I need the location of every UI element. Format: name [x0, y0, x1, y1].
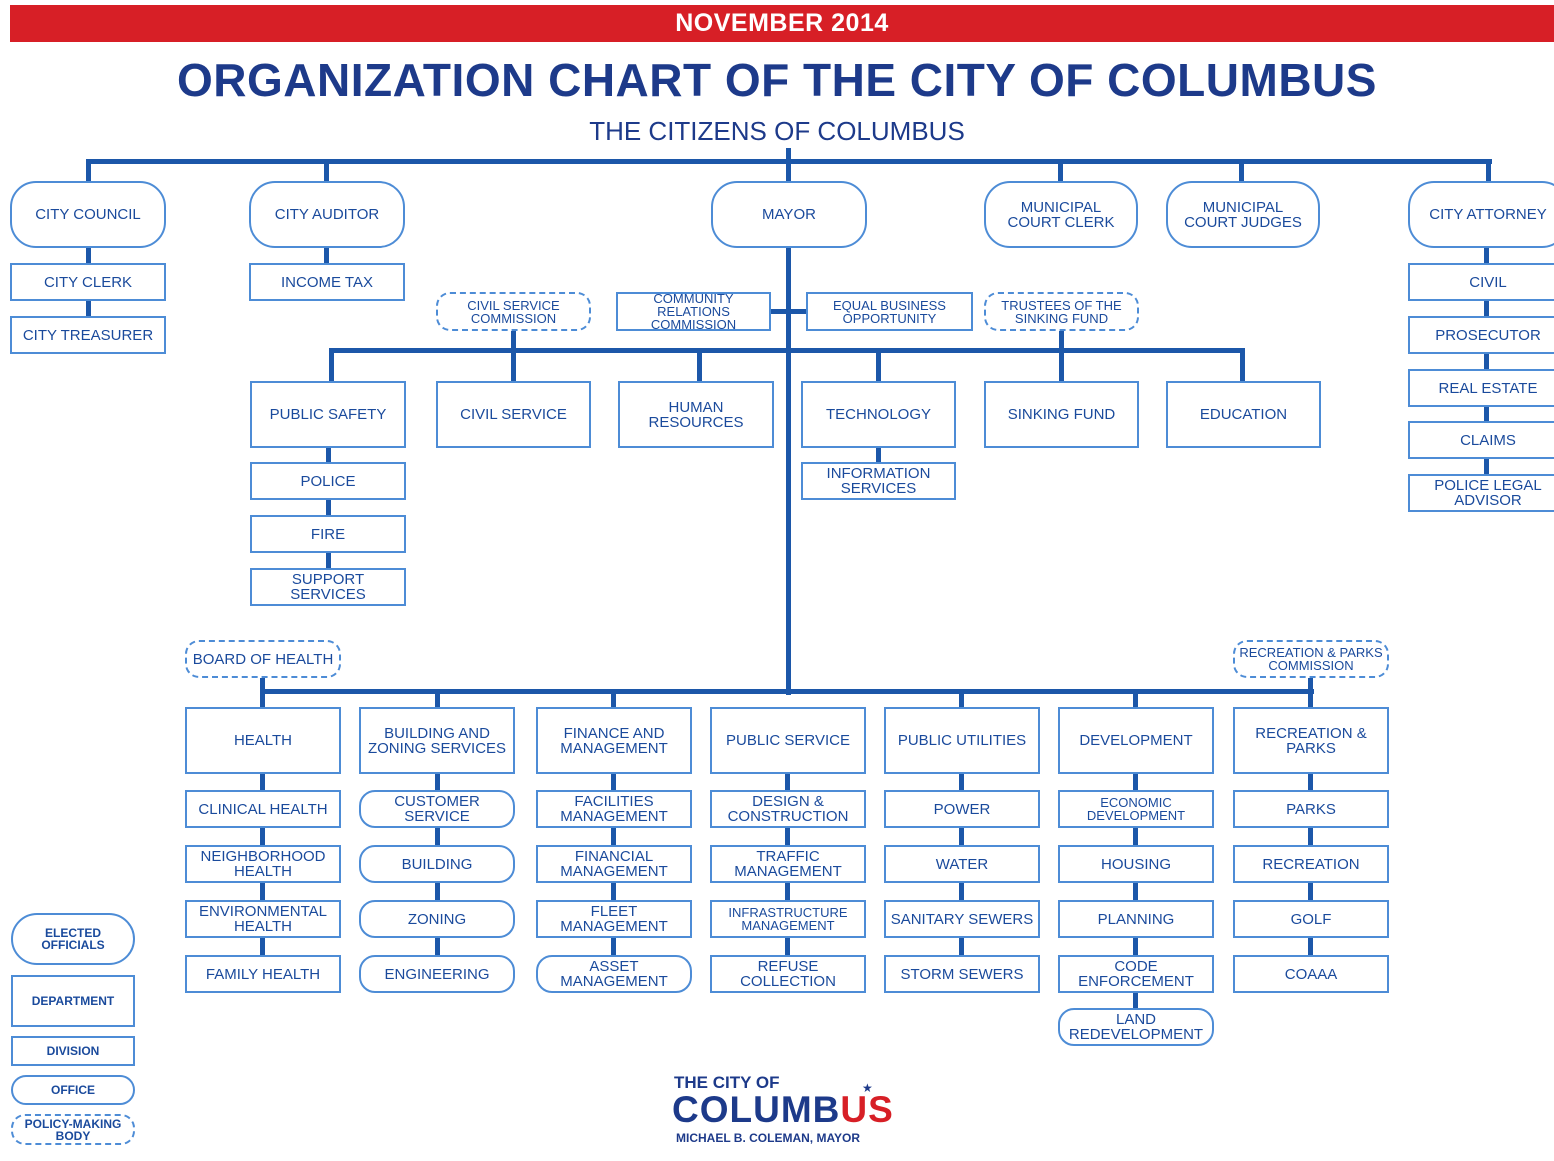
fire-box: FIRE: [250, 515, 406, 553]
design-construction-box: DESIGN & CONSTRUCTION: [710, 790, 866, 828]
sinking-fund-box: SINKING FUND: [984, 381, 1139, 448]
asset-management-box: ASSET MANAGEMENT: [536, 955, 692, 993]
city-clerk-box: CITY CLERK: [10, 263, 166, 301]
recreation-parks-commission-box: RECREATION & PARKS COMMISSION: [1233, 640, 1389, 678]
building-zoning-services-box: BUILDING AND ZONING SERVICES: [359, 707, 515, 774]
finance-management-box: FINANCE AND MANAGEMENT: [536, 707, 692, 774]
legend-division: DIVISION: [11, 1036, 135, 1066]
housing-box: HOUSING: [1058, 845, 1214, 883]
human-resources-box: HUMAN RESOURCES: [618, 381, 774, 448]
logo-mayor-line: MICHAEL B. COLEMAN, MAYOR: [676, 1131, 861, 1145]
community-relations-commission-box: COMMUNITY RELATIONS COMMISSION: [616, 292, 771, 331]
facilities-management-box: FACILITIES MANAGEMENT: [536, 790, 692, 828]
star-icon: ★: [862, 1081, 873, 1095]
environmental-health-box: ENVIRONMENTAL HEALTH: [185, 900, 341, 938]
support-services-box: SUPPORT SERVICES: [250, 568, 406, 606]
health-box: HEALTH: [185, 707, 341, 774]
customer-service-box: CUSTOMER SERVICE: [359, 790, 515, 828]
legend-policy-making-body: POLICY-MAKING BODY: [11, 1114, 135, 1145]
city-auditor-box: CITY AUDITOR: [249, 181, 405, 248]
police-legal-advisor-box: POLICE LEGAL ADVISOR: [1408, 474, 1554, 512]
logo-wordmark: COLUMBUS: [672, 1089, 894, 1130]
storm-sewers-box: STORM SEWERS: [884, 955, 1040, 993]
public-safety-box: PUBLIC SAFETY: [250, 381, 406, 448]
technology-box: TECHNOLOGY: [801, 381, 956, 448]
public-utilities-box: PUBLIC UTILITIES: [884, 707, 1040, 774]
development-box: DEVELOPMENT: [1058, 707, 1214, 774]
financial-management-box: FINANCIAL MANAGEMENT: [536, 845, 692, 883]
city-council-box: CITY COUNCIL: [10, 181, 166, 248]
income-tax-box: INCOME TAX: [249, 263, 405, 301]
public-service-box: PUBLIC SERVICE: [710, 707, 866, 774]
land-redevelopment-box: LAND REDEVELOPMENT: [1058, 1008, 1214, 1046]
board-of-health-box: BOARD OF HEALTH: [185, 640, 341, 678]
information-services-box: INFORMATION SERVICES: [801, 462, 956, 500]
civil-service-box: CIVIL SERVICE: [436, 381, 591, 448]
education-box: EDUCATION: [1166, 381, 1321, 448]
civil-service-commission-box: CIVIL SERVICE COMMISSION: [436, 292, 591, 331]
real-estate-box: REAL ESTATE: [1408, 369, 1554, 407]
city-attorney-box: CITY ATTORNEY: [1408, 181, 1554, 248]
traffic-management-box: TRAFFIC MANAGEMENT: [710, 845, 866, 883]
neighborhood-health-box: NEIGHBORHOOD HEALTH: [185, 845, 341, 883]
prosecutor-box: PROSECUTOR: [1408, 316, 1554, 354]
power-box: POWER: [884, 790, 1040, 828]
zoning-box: ZONING: [359, 900, 515, 938]
city-treasurer-box: CITY TREASURER: [10, 316, 166, 354]
parks-box: PARKS: [1233, 790, 1389, 828]
date-banner: NOVEMBER 2014: [10, 5, 1554, 42]
clinical-health-box: CLINICAL HEALTH: [185, 790, 341, 828]
coaaa-box: COAAA: [1233, 955, 1389, 993]
golf-box: GOLF: [1233, 900, 1389, 938]
municipal-court-judges-box: MUNICIPAL COURT JUDGES: [1166, 181, 1320, 248]
recreation-parks-box: RECREATION & PARKS: [1233, 707, 1389, 774]
legend-elected-officials: ELECTED OFFICIALS: [11, 913, 135, 965]
infrastructure-management-box: INFRASTRUCTURE MANAGEMENT: [710, 900, 866, 938]
legend-office: OFFICE: [11, 1075, 135, 1105]
police-box: POLICE: [250, 462, 406, 500]
equal-business-opportunity-box: EQUAL BUSINESS OPPORTUNITY: [806, 292, 973, 331]
page-title: ORGANIZATION CHART OF THE CITY OF COLUMB…: [177, 54, 1377, 106]
trustees-sinking-fund-box: TRUSTEES OF THE SINKING FUND: [984, 292, 1139, 331]
recreation-box: RECREATION: [1233, 845, 1389, 883]
municipal-court-clerk-box: MUNICIPAL COURT CLERK: [984, 181, 1138, 248]
family-health-box: FAMILY HEALTH: [185, 955, 341, 993]
legend-department: DEPARTMENT: [11, 975, 135, 1027]
building-box: BUILDING: [359, 845, 515, 883]
fleet-management-box: FLEET MANAGEMENT: [536, 900, 692, 938]
code-enforcement-box: CODE ENFORCEMENT: [1058, 955, 1214, 993]
sanitary-sewers-box: SANITARY SEWERS: [884, 900, 1040, 938]
citizens-label: THE CITIZENS OF COLUMBUS: [589, 116, 965, 146]
refuse-collection-box: REFUSE COLLECTION: [710, 955, 866, 993]
engineering-box: ENGINEERING: [359, 955, 515, 993]
planning-box: PLANNING: [1058, 900, 1214, 938]
water-box: WATER: [884, 845, 1040, 883]
civil-box: CIVIL: [1408, 263, 1554, 301]
claims-box: CLAIMS: [1408, 421, 1554, 459]
economic-development-box: ECONOMIC DEVELOPMENT: [1058, 790, 1214, 828]
logo-line1: THE CITY OF: [674, 1073, 780, 1092]
mayor-box: MAYOR: [711, 181, 867, 248]
